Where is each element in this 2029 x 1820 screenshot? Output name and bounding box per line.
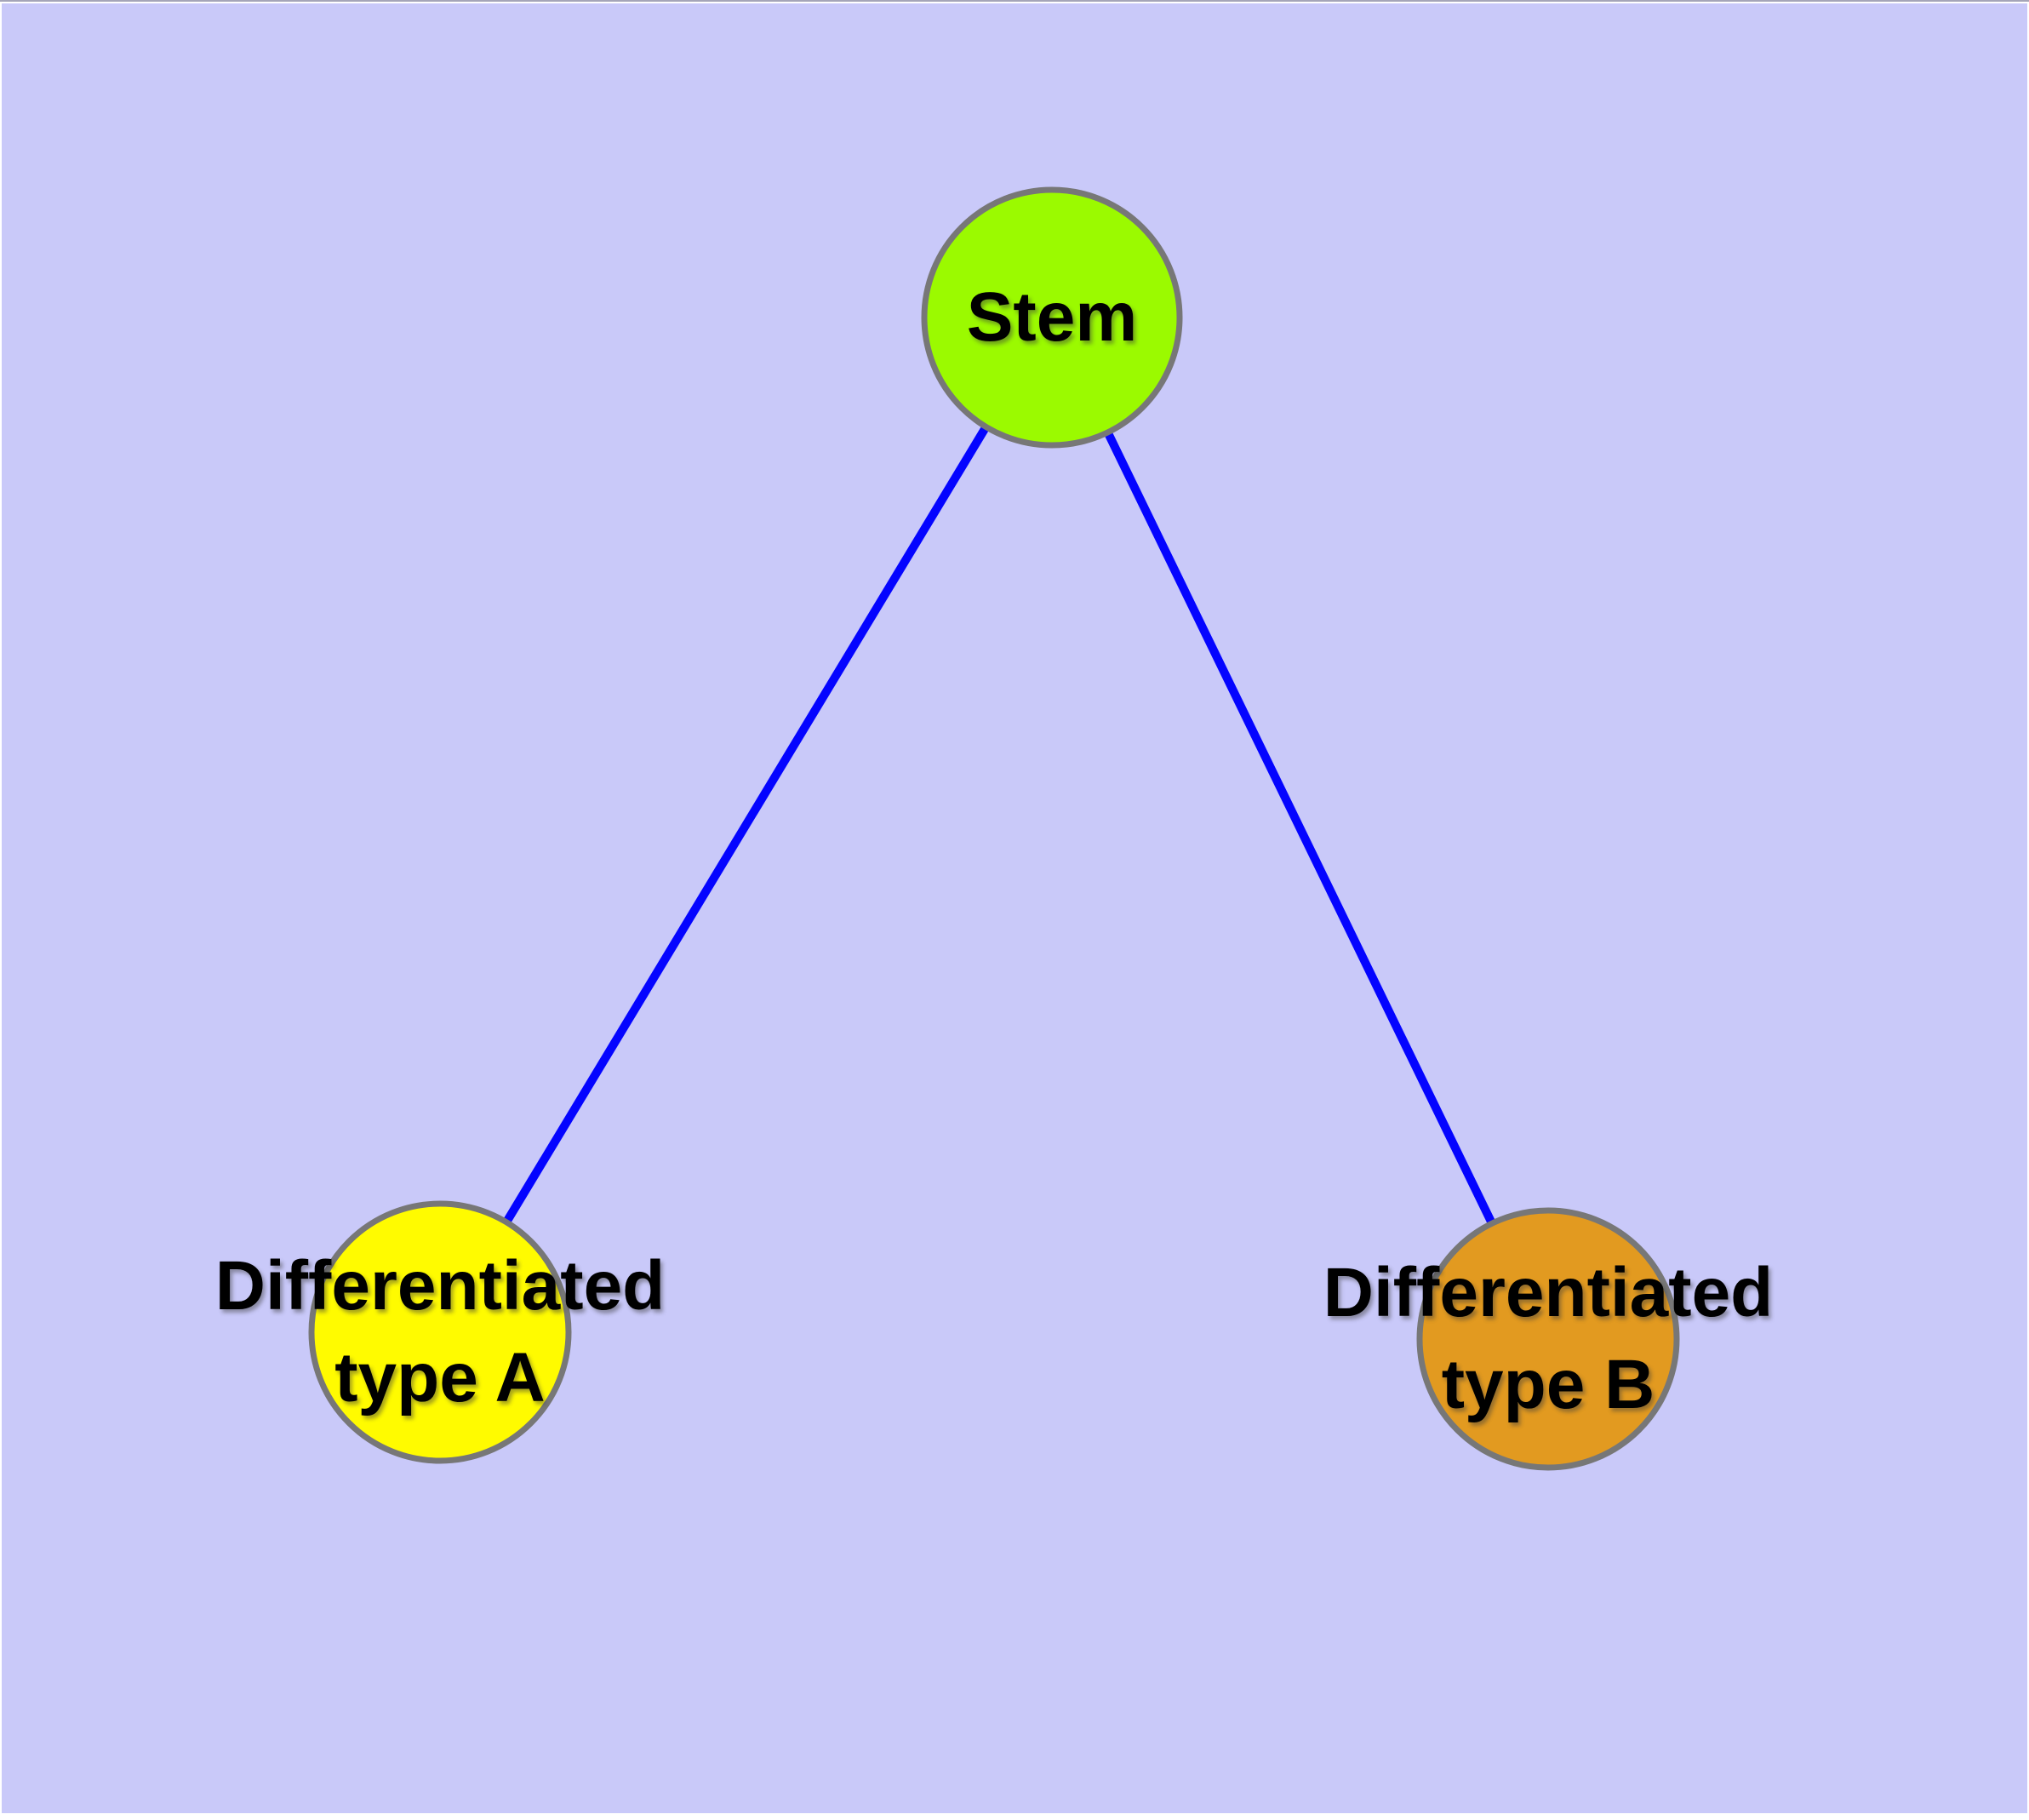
type-b-label-line1: Differentiated <box>1323 1254 1774 1331</box>
differentiated-type-a-node <box>308 1200 572 1464</box>
edge-stem-to-type-b <box>1048 315 1552 1342</box>
stem-node-label: Stem <box>967 272 1138 363</box>
type-a-label-line1: Differentiated <box>214 1247 666 1325</box>
differentiated-type-b-node <box>1416 1207 1680 1471</box>
type-a-label-line2: type A <box>334 1339 546 1417</box>
type-b-label-line2: type B <box>1441 1346 1655 1423</box>
stem-label-text: Stem <box>966 278 1138 356</box>
edge-stem-to-type-a <box>436 315 1056 1335</box>
top-hairline <box>0 0 2029 2</box>
stem-node <box>921 186 1183 449</box>
differentiated-type-a-label: Differentiated type A <box>215 1240 666 1424</box>
differentiated-type-b-label: Differentiated type B <box>1323 1247 1774 1431</box>
